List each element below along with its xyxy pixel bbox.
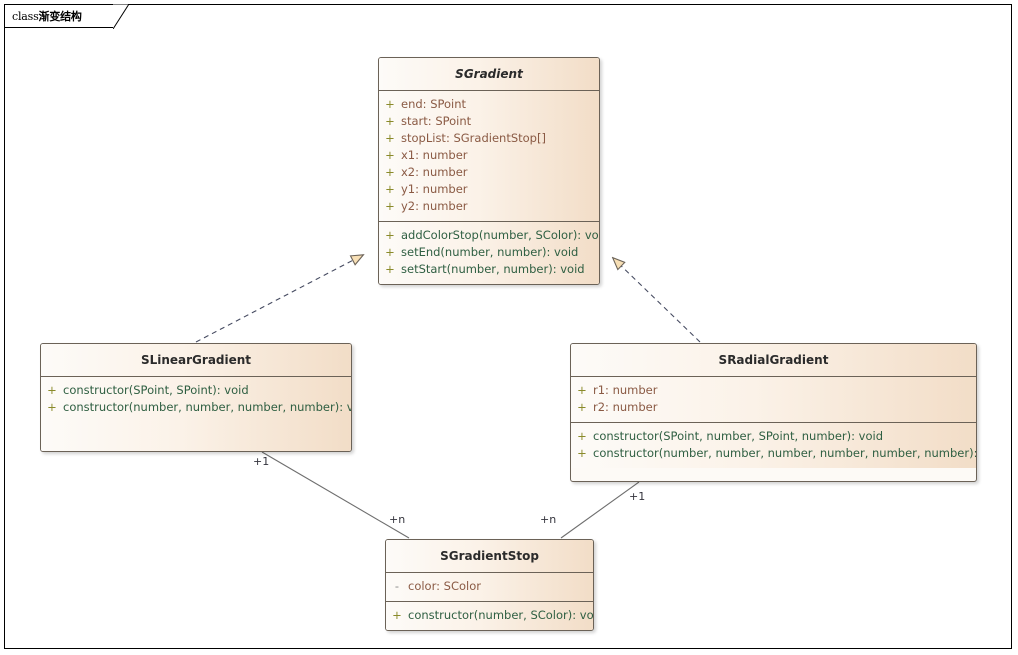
attribute-text: end: SPoint bbox=[401, 97, 467, 111]
method-row: + constructor(number, SColor): void bbox=[386, 607, 593, 624]
visibility-marker: + bbox=[577, 383, 587, 397]
visibility-marker: + bbox=[385, 114, 395, 128]
attribute-text: r2: number bbox=[593, 400, 658, 414]
attribute-row: + y1: number bbox=[379, 181, 599, 198]
attribute-row: + y2: number bbox=[379, 198, 599, 215]
attribute-text: y1: number bbox=[401, 182, 468, 196]
method-text: setEnd(number, number): void bbox=[401, 245, 579, 259]
visibility-marker: + bbox=[385, 165, 395, 179]
method-row: + setStart(number, number): void bbox=[379, 261, 599, 278]
visibility-marker: + bbox=[47, 383, 57, 397]
visibility-marker: + bbox=[385, 262, 395, 276]
multiplicity-radial-one: +1 bbox=[629, 490, 646, 503]
attribute-row: + end: SPoint bbox=[379, 96, 599, 113]
attribute-row: - color: SColor bbox=[386, 578, 593, 595]
method-text: constructor(number, number, number, numb… bbox=[593, 446, 977, 460]
diagram-frame bbox=[4, 4, 1012, 649]
class-methods-sradialgradient: + constructor(SPoint, number, SPoint, nu… bbox=[571, 423, 976, 468]
visibility-marker: + bbox=[577, 400, 587, 414]
visibility-marker: + bbox=[385, 131, 395, 145]
visibility-marker: - bbox=[394, 579, 400, 593]
class-methods-sgradient: + addColorStop(number, SColor): void + s… bbox=[379, 222, 599, 284]
attribute-text: x2: number bbox=[401, 165, 468, 179]
visibility-marker: + bbox=[47, 400, 57, 414]
attribute-text: start: SPoint bbox=[401, 114, 472, 128]
diagram-title-tab: class渐变结构 bbox=[4, 4, 114, 28]
attribute-text: r1: number bbox=[593, 383, 658, 397]
attribute-text: color: SColor bbox=[408, 579, 481, 593]
method-text: constructor(SPoint, number, SPoint, numb… bbox=[593, 429, 884, 443]
visibility-marker: + bbox=[385, 97, 395, 111]
method-text: constructor(number, SColor): void bbox=[408, 608, 594, 622]
method-row: + constructor(number, number, number, nu… bbox=[571, 445, 976, 462]
method-text: addColorStop(number, SColor): void bbox=[401, 228, 600, 242]
method-row: + constructor(number, number, number, nu… bbox=[41, 399, 351, 416]
class-attributes-sgradientstop: - color: SColor bbox=[386, 573, 593, 602]
method-text: constructor(SPoint, SPoint): void bbox=[63, 383, 249, 397]
visibility-marker: + bbox=[385, 148, 395, 162]
class-box-sgradientstop[interactable]: SGradientStop - color: SColor + construc… bbox=[385, 539, 594, 631]
diagram-title-text: class渐变结构 bbox=[12, 8, 82, 24]
visibility-marker: + bbox=[385, 182, 395, 196]
diagram-title-keyword: class bbox=[12, 10, 39, 23]
attribute-row: + stopList: SGradientStop[] bbox=[379, 130, 599, 147]
attribute-row: + r1: number bbox=[571, 382, 976, 399]
multiplicity-radial-many: +n bbox=[540, 513, 557, 526]
method-text: setStart(number, number): void bbox=[401, 262, 585, 276]
class-name-sgradientstop: SGradientStop bbox=[386, 540, 593, 573]
visibility-marker: + bbox=[392, 608, 402, 622]
class-methods-sgradientstop: + constructor(number, SColor): void bbox=[386, 602, 593, 630]
class-attributes-sgradient: + end: SPoint + start: SPoint + stopList… bbox=[379, 91, 599, 222]
multiplicity-linear-many: +n bbox=[389, 513, 406, 526]
class-methods-slineargradient: + constructor(SPoint, SPoint): void + co… bbox=[41, 377, 351, 451]
attribute-row: + start: SPoint bbox=[379, 113, 599, 130]
visibility-marker: + bbox=[577, 429, 587, 443]
class-name-sradialgradient: SRadialGradient bbox=[571, 344, 976, 377]
class-name-slineargradient: SLinearGradient bbox=[41, 344, 351, 377]
method-row: + constructor(SPoint, SPoint): void bbox=[41, 382, 351, 399]
attribute-row: + r2: number bbox=[571, 399, 976, 416]
method-row: + addColorStop(number, SColor): void bbox=[379, 227, 599, 244]
method-row: + constructor(SPoint, number, SPoint, nu… bbox=[571, 428, 976, 445]
class-box-slineargradient[interactable]: SLinearGradient + constructor(SPoint, SP… bbox=[40, 343, 352, 452]
visibility-marker: + bbox=[577, 446, 587, 460]
attribute-text: x1: number bbox=[401, 148, 468, 162]
attribute-text: stopList: SGradientStop[] bbox=[401, 131, 546, 145]
attribute-row: + x2: number bbox=[379, 164, 599, 181]
visibility-marker: + bbox=[385, 245, 395, 259]
diagram-title-name: 渐变结构 bbox=[38, 10, 82, 23]
visibility-marker: + bbox=[385, 228, 395, 242]
visibility-marker: + bbox=[385, 199, 395, 213]
diagram-title-notch-icon bbox=[113, 4, 129, 29]
attribute-text: y2: number bbox=[401, 199, 468, 213]
class-box-sradialgradient[interactable]: SRadialGradient + r1: number + r2: numbe… bbox=[570, 343, 977, 482]
multiplicity-linear-one: +1 bbox=[253, 455, 270, 468]
class-attributes-sradialgradient: + r1: number + r2: number bbox=[571, 377, 976, 423]
class-box-sgradient[interactable]: SGradient + end: SPoint + start: SPoint … bbox=[378, 57, 600, 285]
class-name-sgradient: SGradient bbox=[379, 58, 599, 91]
attribute-row: + x1: number bbox=[379, 147, 599, 164]
method-row: + setEnd(number, number): void bbox=[379, 244, 599, 261]
method-text: constructor(number, number, number, numb… bbox=[63, 400, 352, 414]
